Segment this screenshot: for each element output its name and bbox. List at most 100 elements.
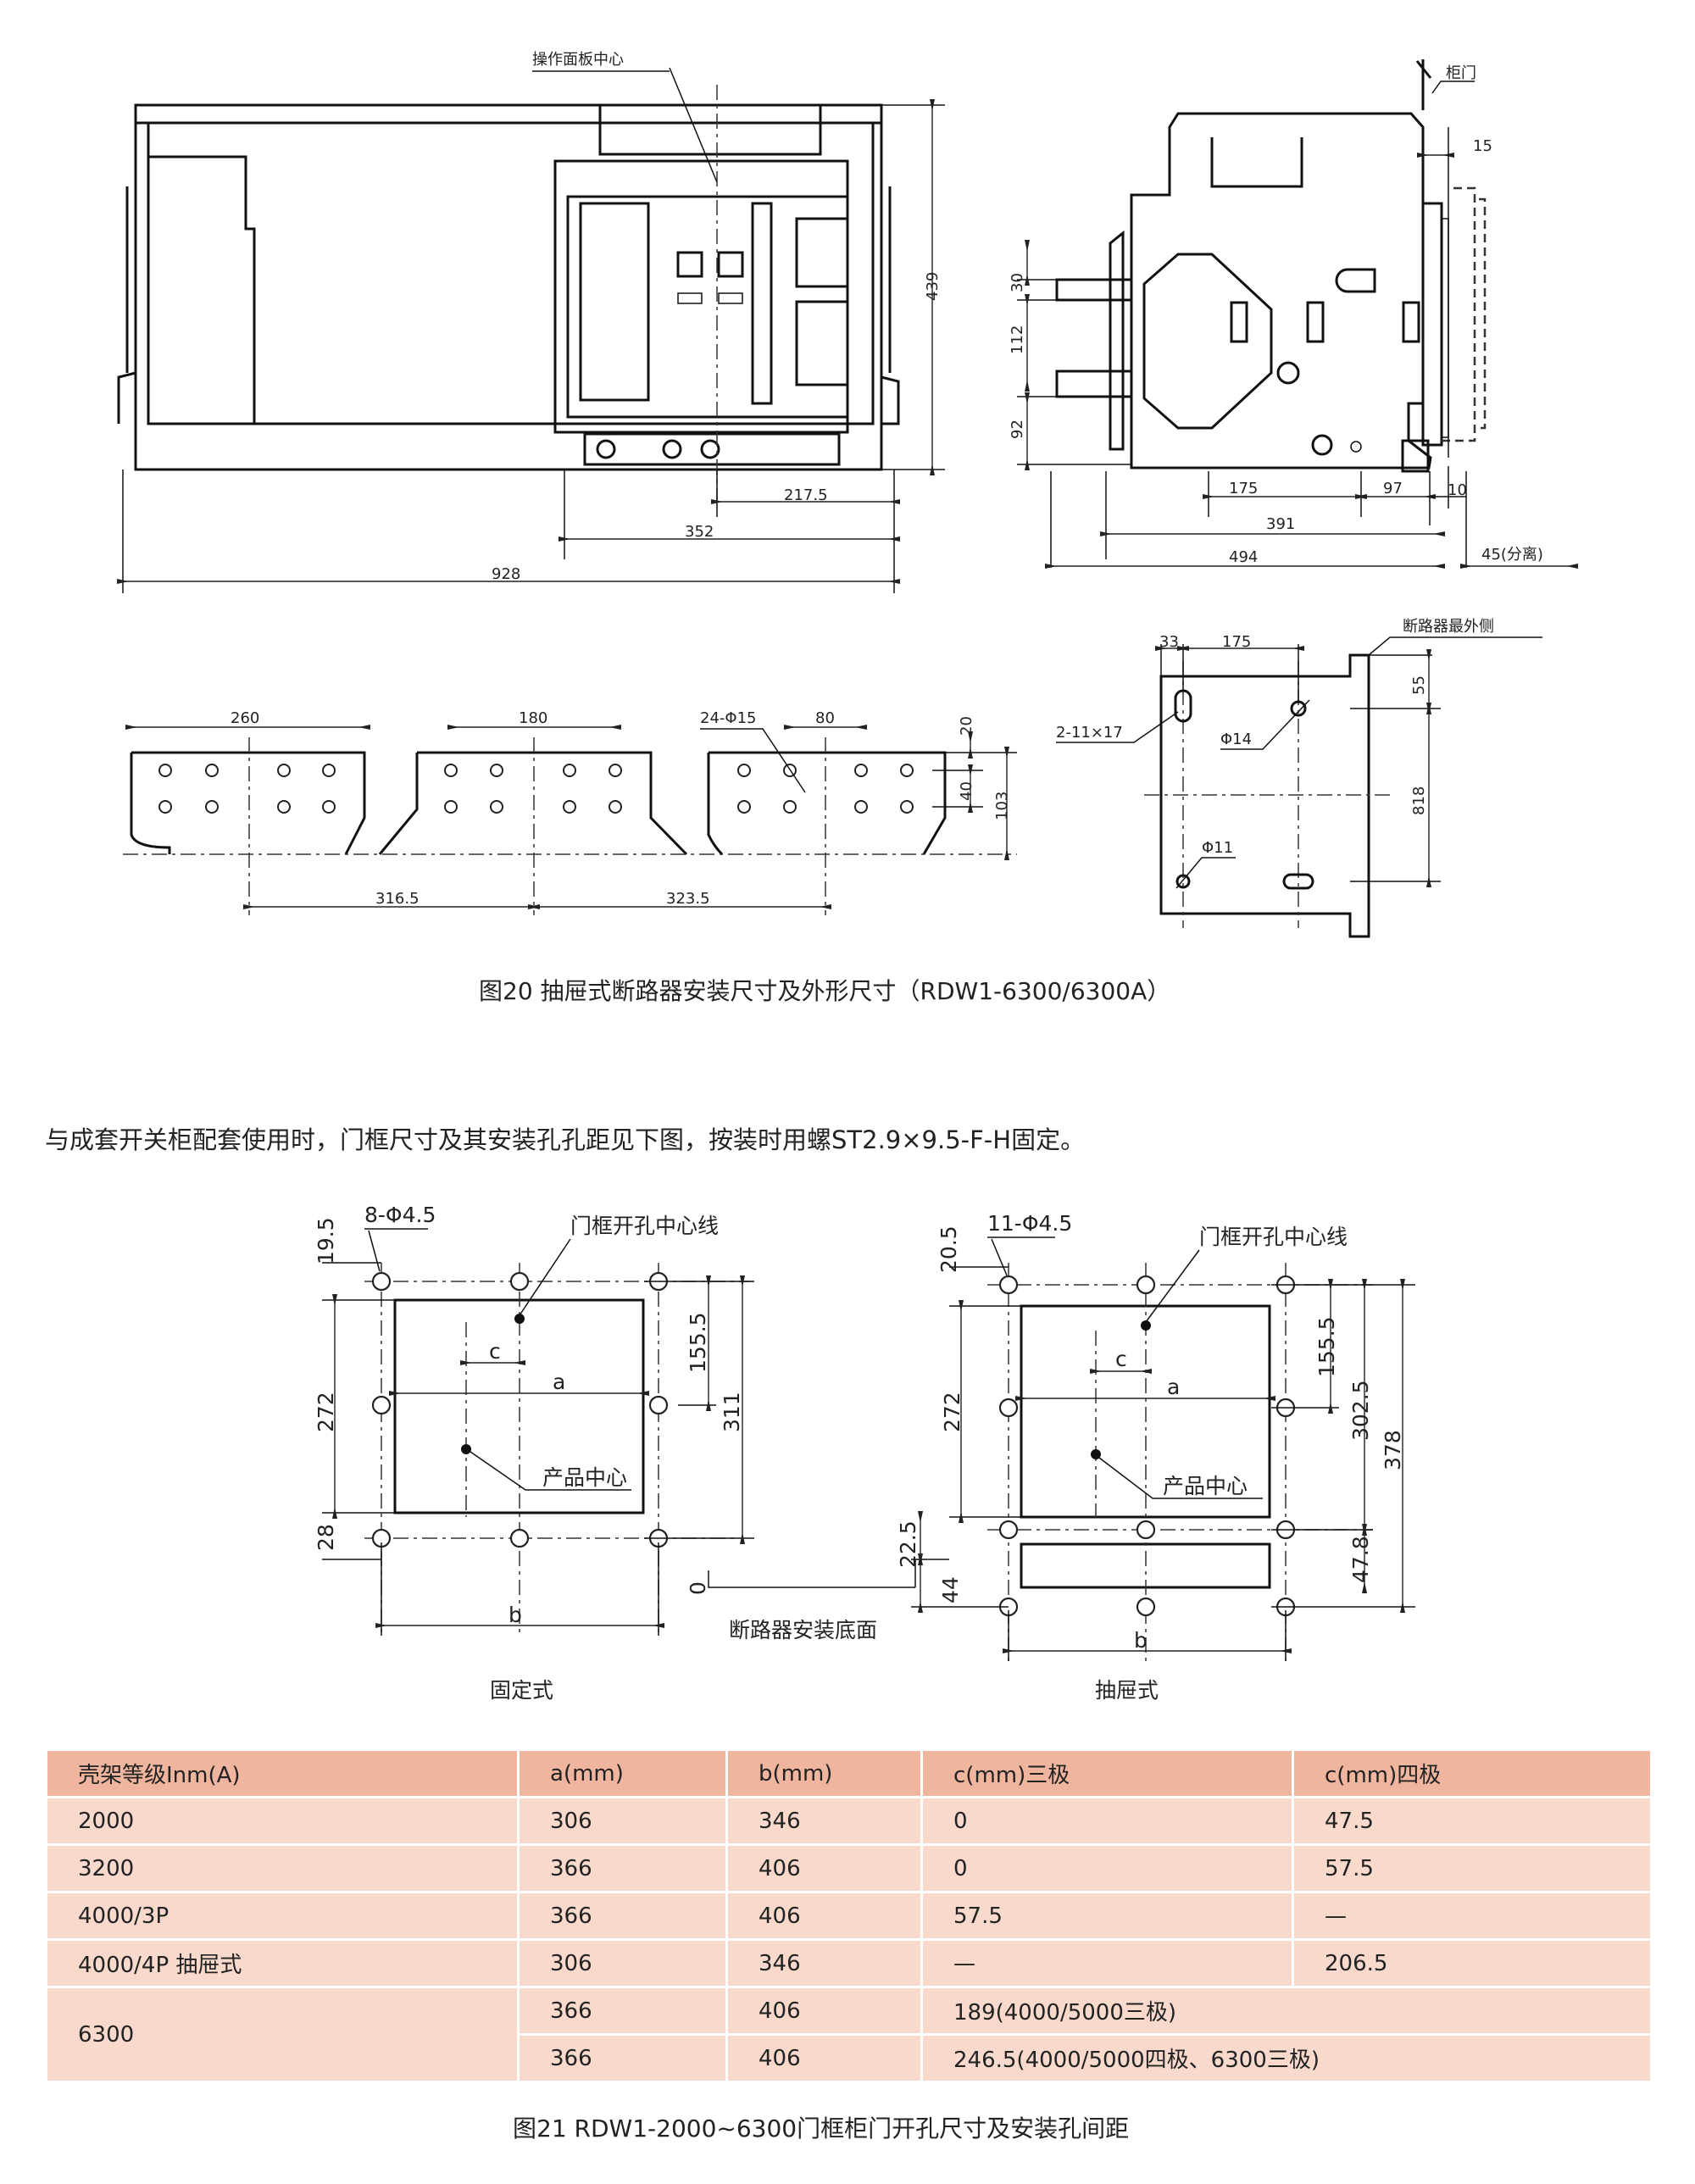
- drawout-dim-302-5: 302.5: [1348, 1380, 1373, 1441]
- drawout-dim-22-5: 22.5: [896, 1520, 920, 1568]
- drawout-dim-378: 378: [1381, 1430, 1405, 1470]
- cell: 366: [517, 1891, 728, 1941]
- dim-323-5: 323.5: [666, 890, 710, 908]
- front-view: 操作面板中心 439 217.5 352 928: [117, 51, 945, 593]
- base-label: 断路器安装底面: [729, 1618, 877, 1642]
- dim-818: 818: [1410, 786, 1428, 815]
- cell: 0: [920, 1843, 1294, 1893]
- cell: 406: [725, 2033, 923, 2083]
- mounting-plate-view: 33 175 断路器最外侧 55 818 2-11×17 Φ14 Φ11: [1056, 618, 1542, 938]
- cell: 57.5: [1292, 1843, 1653, 1893]
- cell: 3200: [45, 1843, 520, 1893]
- cell: —: [1292, 1891, 1653, 1941]
- dim-97: 97: [1383, 480, 1403, 497]
- phi11-label: Φ11: [1202, 839, 1233, 857]
- dim-103: 103: [993, 792, 1011, 820]
- drawout-type-diagram: 11-Φ4.5 门框开孔中心线 20.5 272 155.5 302.5 378…: [896, 1211, 1415, 1703]
- drawout-holes-label: 11-Φ4.5: [987, 1211, 1072, 1236]
- dim-316-5: 316.5: [375, 890, 420, 908]
- cell: 206.5: [1292, 1938, 1653, 1988]
- drawout-dim-272: 272: [940, 1392, 964, 1432]
- cell-6300: 6300: [45, 1986, 520, 2083]
- fixed-dim-19-5: 19.5: [314, 1217, 338, 1264]
- dim-175-side: 175: [1229, 480, 1258, 497]
- drawout-centerline-label: 门框开孔中心线: [1199, 1225, 1348, 1249]
- cell: 57.5: [920, 1891, 1294, 1941]
- dim-112: 112: [1009, 325, 1026, 354]
- fixed-centerline-label: 门框开孔中心线: [570, 1214, 719, 1238]
- cell: 4000/3P: [45, 1891, 520, 1941]
- busbar-holes-label: 24-Φ15: [700, 709, 756, 727]
- fixed-dim-272: 272: [314, 1392, 338, 1432]
- dim-352: 352: [685, 523, 714, 541]
- cell: 2000: [45, 1796, 520, 1846]
- header-c-4p: c(mm)四极: [1292, 1748, 1653, 1798]
- dim-20: 20: [958, 716, 975, 736]
- fixed-type-diagram: 8-Φ4.5 门框开孔中心线 19.5 272 28 155.5 311 c a…: [314, 1203, 916, 1703]
- phi14-label: Φ14: [1220, 731, 1252, 748]
- dim-55: 55: [1410, 675, 1428, 695]
- dim-80: 80: [815, 709, 835, 727]
- drawout-title: 抽屉式: [1095, 1678, 1159, 1703]
- header-c-3p: c(mm)三极: [920, 1748, 1294, 1798]
- fixed-dim-155-5: 155.5: [686, 1312, 710, 1373]
- dim-928: 928: [492, 565, 520, 583]
- cell: 366: [517, 2033, 728, 2083]
- cell: —: [920, 1938, 1294, 1988]
- dim-33: 33: [1159, 633, 1179, 651]
- dim-180: 180: [519, 709, 547, 727]
- fixed-holes-label: 8-Φ4.5: [364, 1203, 436, 1227]
- cell: 406: [725, 1986, 923, 2036]
- cell: 47.5: [1292, 1796, 1653, 1846]
- instruction-paragraph: 与成套开关柜配套使用时，门框尺寸及其安装孔孔距见下图，按装时用螺ST2.9×9.…: [45, 1125, 1086, 1154]
- drawout-dim-c: c: [1115, 1347, 1127, 1371]
- header-frame: 壳架等级Inm(A): [45, 1748, 520, 1798]
- header-b: b(mm): [725, 1748, 923, 1798]
- dim-10: 10: [1448, 481, 1467, 499]
- zero-label: 0: [686, 1581, 710, 1595]
- dimension-table: 壳架等级Inm(A) a(mm) b(mm) c(mm)三极 c(mm)四极 2…: [45, 1748, 1653, 2083]
- slot-label: 2-11×17: [1056, 724, 1123, 742]
- fixed-dim-c: c: [489, 1339, 501, 1364]
- figure21-caption: 图21 RDW1-2000~6300门框柜门开孔尺寸及安装孔间距: [513, 2115, 1130, 2142]
- fixed-dim-b: b: [508, 1603, 522, 1627]
- dim-15: 15: [1473, 137, 1492, 155]
- dim-92: 92: [1009, 420, 1026, 439]
- drawout-dim-47-8: 47.8: [1348, 1536, 1373, 1583]
- drawout-dim-44: 44: [938, 1576, 963, 1603]
- drawout-dim-155-5: 155.5: [1314, 1316, 1339, 1377]
- dim-494: 494: [1229, 548, 1258, 566]
- cell: 4000/4P 抽屉式: [45, 1938, 520, 1988]
- fixed-dim-28: 28: [314, 1524, 338, 1551]
- fixed-dim-311: 311: [720, 1392, 744, 1432]
- fixed-center-label: 产品中心: [542, 1465, 627, 1490]
- dim-30: 30: [1009, 273, 1026, 292]
- cell: 366: [517, 1843, 728, 1893]
- dim-40: 40: [958, 781, 975, 801]
- cell: 406: [725, 1891, 923, 1941]
- cell: 406: [725, 1843, 923, 1893]
- cell: 306: [517, 1796, 728, 1846]
- dim-439: 439: [924, 272, 942, 301]
- cell: 306: [517, 1938, 728, 1988]
- side-view: 柜门 15 30 112 92 175 97 10 391 494 45(分离): [1009, 59, 1578, 569]
- cell: 246.5(4000/5000四极、6300三极): [920, 2033, 1653, 2083]
- drawout-dim-a: a: [1167, 1375, 1180, 1399]
- cell: 346: [725, 1938, 923, 1988]
- dim-217-5: 217.5: [784, 486, 828, 504]
- figure20-caption: 图20 抽屉式断路器安装尺寸及外形尺寸（RDW1-6300/6300A）: [479, 977, 1171, 1005]
- table-header-row: 壳架等级Inm(A) a(mm) b(mm) c(mm)三极 c(mm)四极: [45, 1748, 1653, 1798]
- header-a: a(mm): [517, 1748, 728, 1798]
- dim-175-mount: 175: [1222, 633, 1251, 651]
- dim-260: 260: [231, 709, 259, 727]
- fixed-title: 固定式: [490, 1678, 553, 1703]
- panel-center-label: 操作面板中心: [532, 51, 624, 69]
- fixed-dim-a: a: [553, 1370, 565, 1394]
- dim-45-separated: 45(分离): [1481, 546, 1543, 564]
